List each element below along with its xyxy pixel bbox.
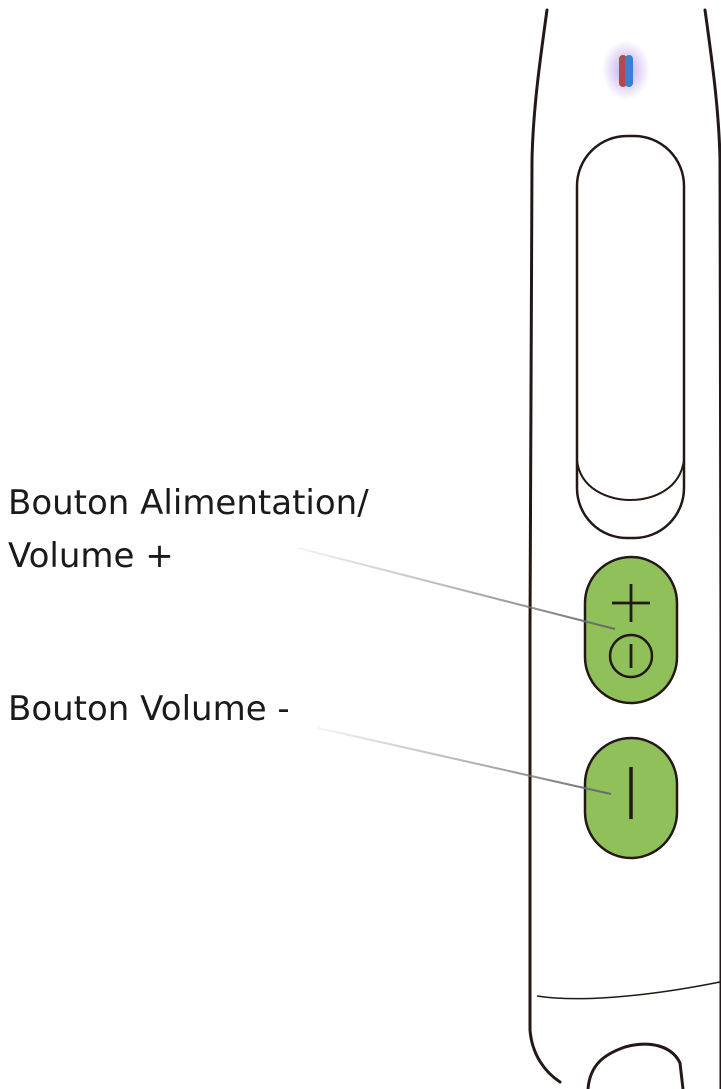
led-indicator-icon xyxy=(602,40,650,100)
volume-down-button[interactable] xyxy=(583,736,679,860)
leader-line-power xyxy=(297,547,616,630)
volume-down-label: Bouton Volume - xyxy=(8,689,290,729)
cable xyxy=(586,1042,685,1089)
power-volume-up-label: Bouton Alimentation/ Volume + xyxy=(8,477,369,582)
power-volume-up-label-line1: Bouton Alimentation/ xyxy=(8,483,369,523)
power-volume-up-button[interactable] xyxy=(583,555,679,705)
remote-body-outline xyxy=(528,8,721,1089)
plus-icon xyxy=(612,584,650,622)
power-volume-up-label-line2: Volume + xyxy=(8,535,174,576)
power-icon xyxy=(608,633,654,679)
leader-line-volume-down xyxy=(317,727,612,795)
remote-bottom-curve xyxy=(536,981,721,1000)
multifunction-slot xyxy=(575,134,686,540)
